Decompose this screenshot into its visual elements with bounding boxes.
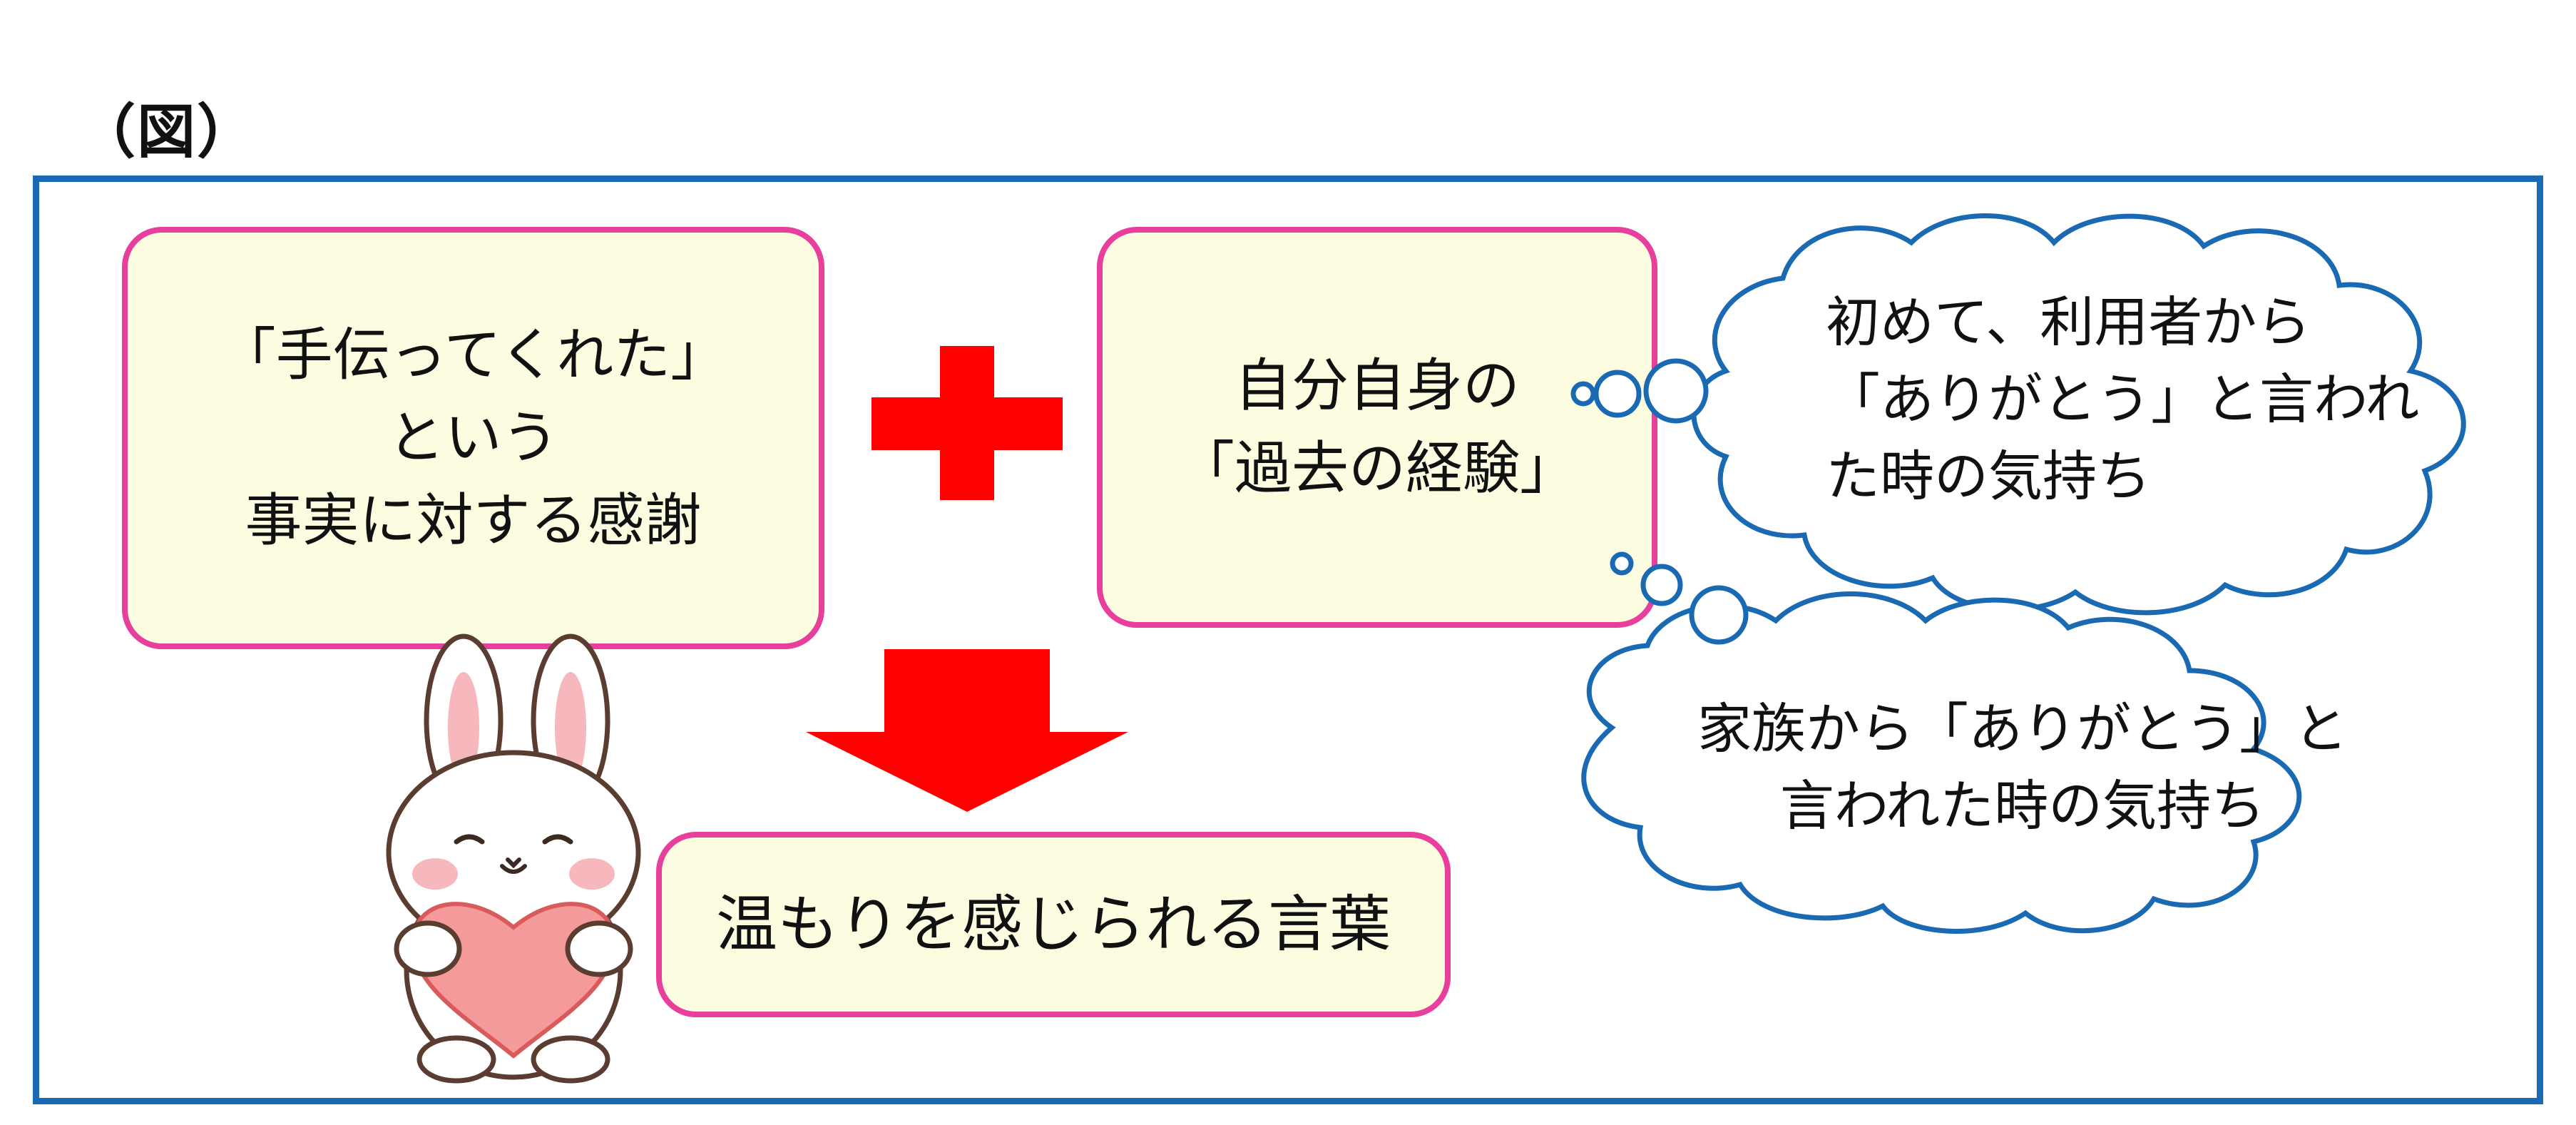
thanks-line-1: 「手伝ってくれた」 bbox=[218, 322, 728, 388]
cloud-lower-line-1: 家族から「ありがとう」と bbox=[1697, 697, 2348, 760]
experience-box: 自分自身の 「過去の経験」 bbox=[1097, 227, 1657, 628]
experience-line-1: 自分自身の bbox=[1235, 352, 1520, 419]
cloud-lower-line-2: 言われた時の気持ち bbox=[1779, 773, 2266, 838]
cloud-upper-line-1: 初めて、利用者から bbox=[1826, 290, 2311, 354]
thought-cloud-lower bbox=[1581, 551, 2302, 934]
cloud-lower-text: 家族から「ありがとう」と 言われた時の気持ち bbox=[1697, 691, 2348, 845]
thanks-line-3: 事実に対する感謝 bbox=[245, 487, 702, 554]
figure-label: （図） bbox=[77, 98, 257, 166]
thanks-box: 「手伝ってくれた」 という 事実に対する感謝 bbox=[122, 227, 824, 649]
down-arrow-icon bbox=[806, 649, 1128, 812]
result-text: 温もりを感じられる言葉 bbox=[716, 888, 1391, 960]
experience-line-2: 「過去の経験」 bbox=[1177, 435, 1577, 502]
result-box: 温もりを感じられる言葉 bbox=[656, 832, 1451, 1017]
plus-icon bbox=[872, 346, 1063, 500]
diagram-frame bbox=[33, 175, 2543, 1104]
rabbit-mascot-icon bbox=[386, 633, 641, 1084]
cloud-upper-text: 初めて、利用者から 「ありがとう」と言われ た時の気持ち bbox=[1826, 284, 2419, 515]
thanks-line-2: という bbox=[387, 404, 559, 471]
cloud-upper-line-2: 「ありがとう」と言われ bbox=[1826, 367, 2420, 431]
cloud-upper-line-3: た時の気持ち bbox=[1826, 444, 2151, 508]
thought-cloud-upper bbox=[1570, 213, 2466, 616]
